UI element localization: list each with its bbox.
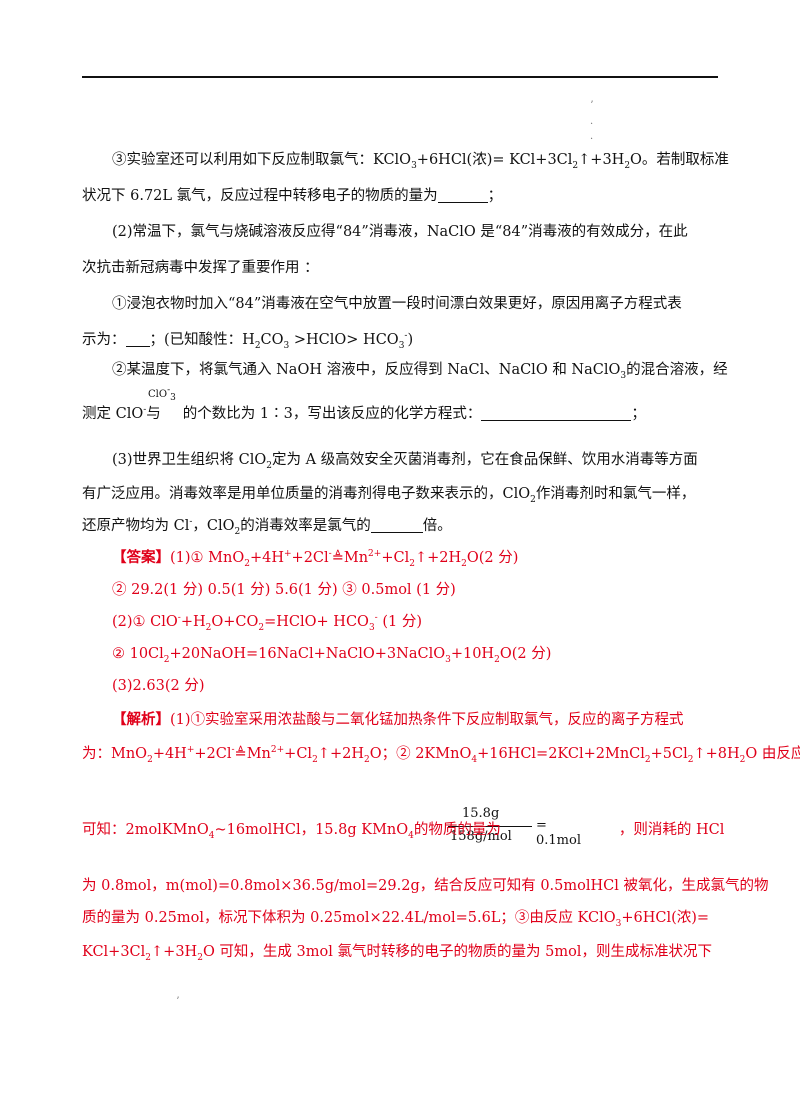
decor-mark: ʼ: [590, 100, 594, 111]
answer-line: ② 29.2(1 分) 0.5(1 分) 5.6(1 分) ③ 0.5mol (…: [112, 582, 456, 598]
question-line: 测定 ClO-与的个数比为 1∶3，写出该反应的化学方程式：；: [82, 405, 646, 422]
question-line: 状况下 6.72L 氯气，反应过程中转移电子的物质的量为；: [82, 188, 503, 204]
question-line: ①浸泡衣物时加入“84”消毒液在空气中放置一段时间漂白效果更好，原因用离子方程式…: [112, 296, 682, 312]
decor-mark: .: [590, 116, 594, 127]
analysis-label: 【解析】: [112, 711, 170, 728]
question-line: (3)世界卫生组织将 ClO2定为 A 级高效安全灭菌消毒剂，它在食品保鲜、饮用…: [112, 452, 698, 471]
answer-label: 【答案】: [112, 549, 170, 566]
question-line: (2)常温下，氯气与烧碱溶液反应得“84”消毒液，NaClO 是“84”消毒液的…: [112, 224, 688, 240]
analysis-line: 可知：2molKMnO4~16molHCl，15.8g KMnO4的物质的量为，…: [82, 822, 725, 841]
analysis-line: 为：MnO2+4H++2Cl-≜Mn2++Cl2↑+2H2O；② 2KMnO4+…: [82, 745, 800, 765]
question-line: ③实验室还可以利用如下反应制取氯气：KClO3+6HCl(浓)= KCl+3Cl…: [112, 152, 729, 171]
question-line: 示为：；(已知酸性：H2CO3 >HClO> HCO3-): [82, 331, 414, 351]
question-line: 次抗击新冠病毒中发挥了重要作用 ：: [82, 260, 319, 276]
answer-blank[interactable]: [125, 332, 150, 347]
fraction-denominator: 158g/mol: [450, 829, 512, 844]
analysis-line: 质的量为 0.25mol，标况下体积为 0.25mol×22.4L/mol=5.…: [82, 910, 710, 929]
decor-mark: ʼ: [176, 996, 180, 1007]
analysis-line: 【解析】(1)①实验室采用浓盐酸与二氧化锰加热条件下反应制取氯气，反应的离子方程…: [112, 711, 684, 728]
analysis-line: 为 0.8mol，m(mol)=0.8mol×36.5g/mol=29.2g，结…: [82, 878, 769, 894]
question-line: 还原产物均为 Cl-，ClO2的消毒效率是氯气的倍。: [82, 517, 452, 537]
answer-line: 【答案】(1)① MnO2+4H++2Cl-≜Mn2++Cl2↑+2H2O(2 …: [112, 549, 519, 569]
question-line: 有广泛应用。消毒效率是用单位质量的消毒剂得电子数来表示的，ClO2作消毒剂时和氯…: [82, 486, 696, 505]
answer-blank[interactable]: [481, 406, 632, 421]
answer-line: (3)2.63(2 分): [112, 678, 205, 694]
fraction-bar: [448, 826, 532, 827]
fraction-numerator: 15.8g: [462, 806, 500, 821]
decor-mark: ·: [590, 134, 594, 145]
question-line: ②某温度下，将氯气通入 NaOH 溶液中，反应得到 NaCl、NaClO 和 N…: [112, 362, 728, 381]
chlorate-ion-label: ClO-3: [148, 385, 176, 403]
answer-blank[interactable]: [370, 518, 423, 533]
answer-blank[interactable]: [437, 188, 488, 203]
header-rule: [82, 76, 718, 78]
answer-line: ② 10Cl2+20NaOH=16NaCl+NaClO+3NaClO3+10H2…: [112, 646, 552, 665]
answer-line: (2)① ClO-+H2O+CO2=HClO+ HCO3- (1 分): [112, 613, 422, 633]
fraction-result: = 0.1mol: [536, 818, 581, 848]
analysis-line: KCl+3Cl2↑+3H2O 可知，生成 3mol 氯气时转移的电子的物质的量为…: [82, 944, 712, 963]
